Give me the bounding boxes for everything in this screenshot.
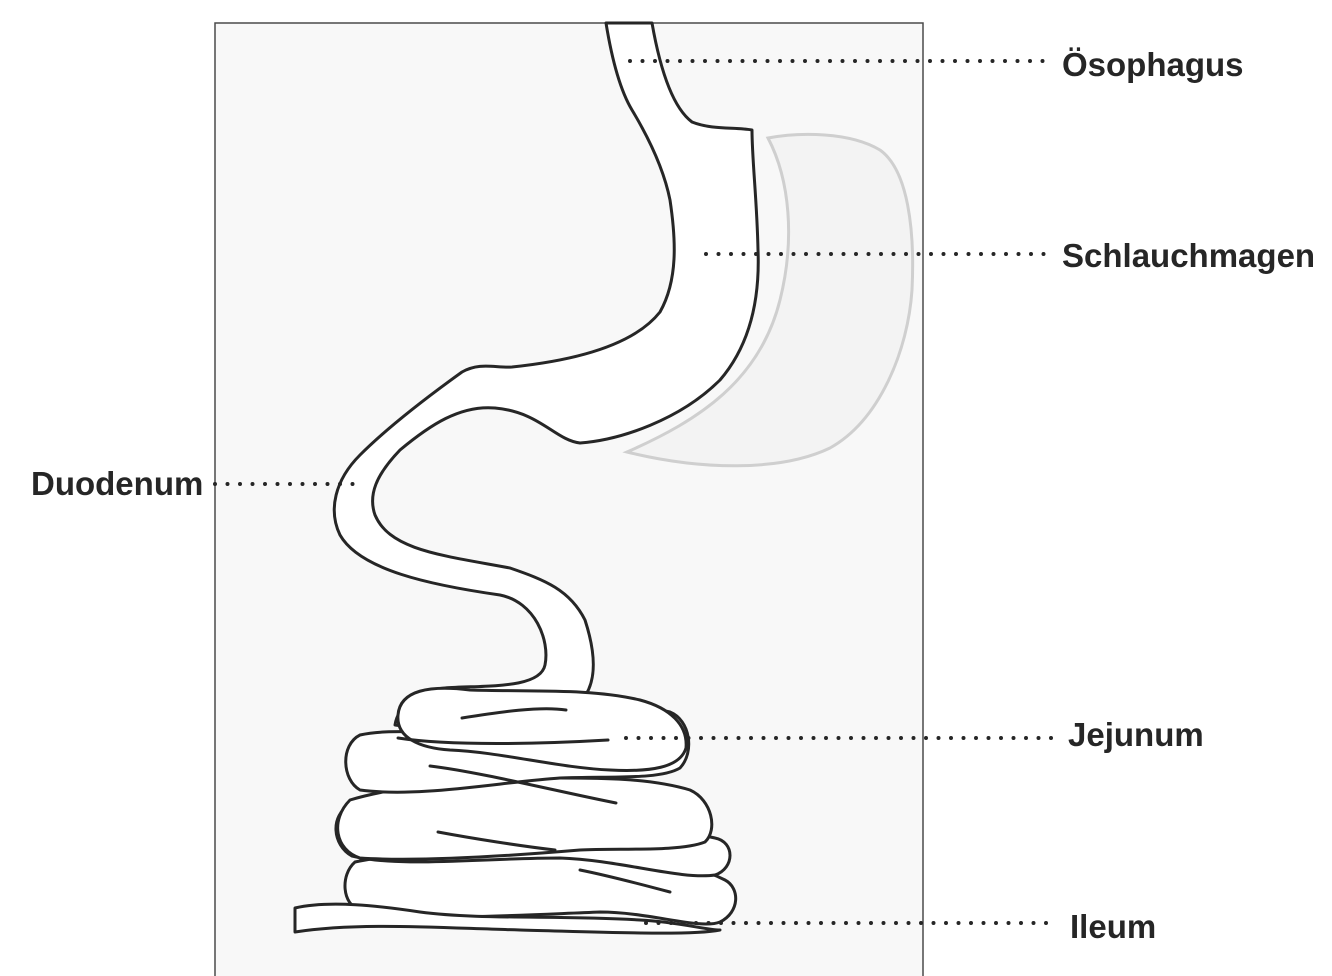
loop-fold: [428, 764, 618, 805]
label-esophagus: Ösophagus: [1062, 46, 1244, 83]
label-sleeve-stomach: Schlauchmagen: [1062, 237, 1315, 274]
label-duodenum: Duodenum: [31, 465, 203, 502]
label-jejunum: Jejunum: [1068, 716, 1204, 753]
loop-fold: [396, 736, 610, 745]
loop-fold: [578, 868, 672, 894]
ileum-tail: [293, 902, 722, 935]
removed-stomach-portion: [622, 132, 915, 468]
label-ileum: Ileum: [1070, 908, 1156, 945]
loop-fold: [436, 830, 557, 852]
jejunum-loop-top: [396, 686, 688, 772]
loop-fold: [460, 707, 568, 720]
